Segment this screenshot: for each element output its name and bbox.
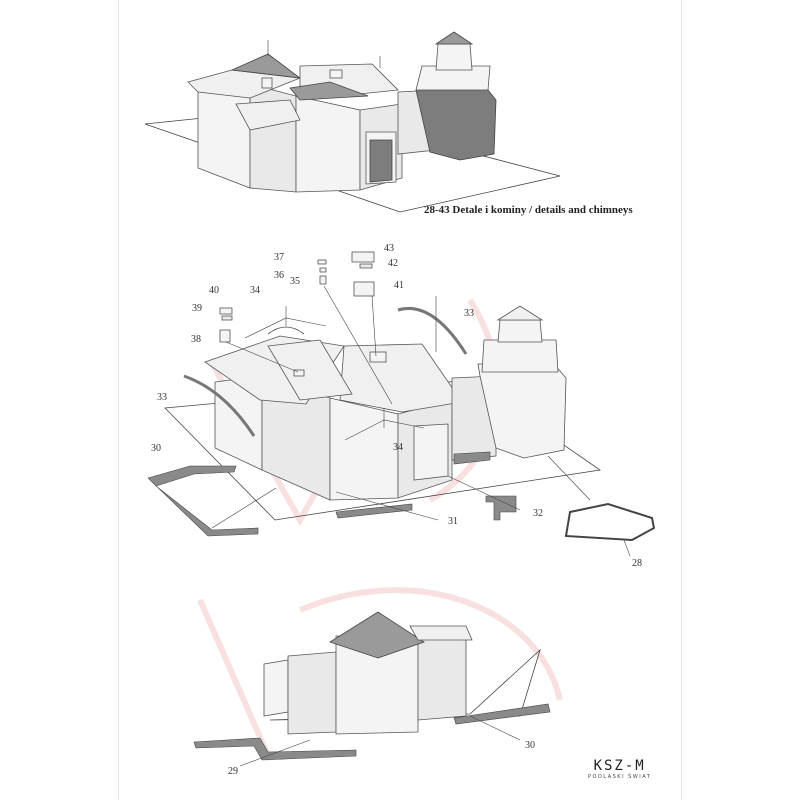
part-34-cross-top — [244, 306, 327, 339]
wall-side — [287, 651, 337, 735]
part-30-strip — [147, 465, 259, 537]
label-37: 37 — [274, 252, 284, 263]
logo-subtitle: PODLASKI ŚWIAT — [588, 774, 652, 780]
porch-door — [369, 139, 393, 183]
label-33-left: 33 — [157, 392, 167, 403]
section-caption: 28-43 Detale i kominy / details and chim… — [424, 204, 633, 216]
tower-gallery — [481, 339, 559, 373]
part-33-ridge-left — [183, 374, 256, 437]
roof-gable — [329, 611, 425, 659]
tower-cap — [434, 31, 474, 45]
part-30-strip-b — [453, 703, 551, 725]
label-34-top: 34 — [250, 285, 260, 296]
church-model-rear — [193, 611, 551, 767]
wall-front — [329, 397, 399, 501]
label-38: 38 — [191, 334, 201, 345]
porch-step — [453, 451, 491, 465]
chimney-a — [261, 77, 273, 89]
part-41 — [353, 281, 375, 297]
roof-front — [235, 99, 301, 131]
wall-right — [417, 635, 467, 721]
label-35: 35 — [290, 276, 300, 287]
label-30-bottom: 30 — [525, 740, 535, 751]
part-34-cross-front — [344, 408, 425, 441]
chimney-b — [329, 69, 343, 79]
label-41: 41 — [394, 280, 404, 291]
label-39: 39 — [192, 303, 202, 314]
part-39 — [221, 315, 233, 321]
label-30-mid: 30 — [151, 443, 161, 454]
roof-center — [267, 339, 353, 401]
label-36: 36 — [274, 270, 284, 281]
part-35 — [319, 275, 327, 285]
wall-left — [197, 81, 251, 189]
label-31: 31 — [448, 516, 458, 527]
publisher-logo: KSZ-M PODLASKI ŚWIAT — [588, 758, 651, 780]
church-model-top — [144, 31, 561, 213]
part-43 — [351, 251, 375, 263]
label-43: 43 — [384, 243, 394, 254]
label-34-front: 34 — [393, 442, 403, 453]
porch — [413, 423, 449, 481]
roof-left — [187, 69, 301, 99]
part-33-ridge-right — [397, 296, 468, 355]
chimney-parts — [219, 251, 393, 405]
part-40 — [219, 307, 233, 315]
wall-left — [263, 659, 289, 717]
tower-lantern — [435, 43, 473, 71]
roof-right — [339, 343, 463, 413]
chimney-hole — [369, 351, 387, 363]
roof-peak-left — [230, 53, 302, 79]
part-37 — [317, 259, 327, 265]
chimney-hole-2 — [293, 369, 305, 377]
part-labels: 43 42 41 37 36 35 40 39 38 34 34 33 33 3… — [151, 243, 642, 777]
part-31-strip — [335, 503, 413, 519]
label-29: 29 — [228, 766, 238, 777]
part-29-strip — [193, 737, 357, 761]
part-42 — [359, 263, 373, 269]
logo-mark: KSZ-M — [593, 758, 646, 774]
part-36 — [319, 267, 327, 273]
label-33-right: 33 — [464, 308, 474, 319]
roof-right — [409, 625, 473, 641]
church-model-exploded — [147, 251, 656, 557]
part-38 — [219, 329, 231, 343]
roof-center-dark — [289, 81, 369, 101]
part-28-ring — [564, 502, 656, 542]
tower-cap — [496, 305, 544, 321]
wall-front — [295, 95, 361, 193]
label-40: 40 — [209, 285, 219, 296]
tower-lantern — [497, 319, 543, 343]
label-32: 32 — [533, 508, 543, 519]
label-28: 28 — [632, 558, 642, 569]
label-42: 42 — [388, 258, 398, 269]
part-32-strip — [485, 495, 517, 521]
